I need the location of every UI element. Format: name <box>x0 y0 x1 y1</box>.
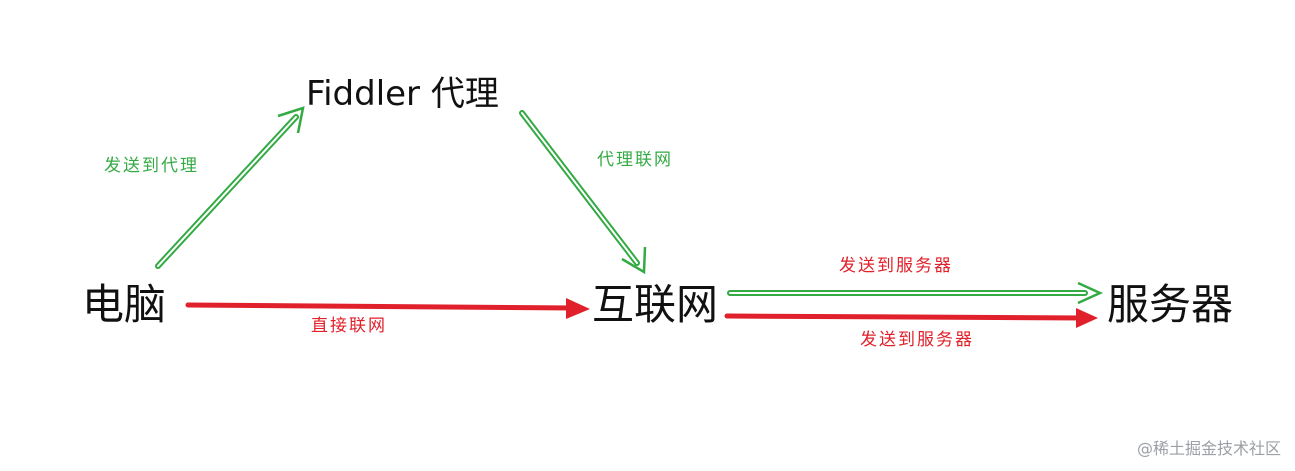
label-proxy-online: 代理联网 <box>597 150 673 170</box>
arrow-proxy-to-internet <box>519 110 647 275</box>
label-send-to-server-top: 发送到服务器 <box>839 256 953 276</box>
label-send-to-proxy: 发送到代理 <box>104 156 199 176</box>
arrow-internet-to-server-red <box>724 308 1098 328</box>
arrow-internet-to-server-green <box>727 281 1104 305</box>
node-fiddler-proxy: Fiddler 代理 <box>306 74 499 114</box>
label-send-to-server-bottom: 发送到服务器 <box>860 330 974 350</box>
watermark: @稀土掘金技术社区 <box>1136 439 1281 458</box>
node-internet: 互联网 <box>592 280 719 329</box>
label-direct-online: 直接联网 <box>311 316 387 336</box>
arrow-computer-to-internet <box>185 298 590 319</box>
arrow-computer-to-proxy <box>155 106 305 269</box>
node-server: 服务器 <box>1107 280 1234 329</box>
node-computer: 电脑 <box>82 280 167 329</box>
